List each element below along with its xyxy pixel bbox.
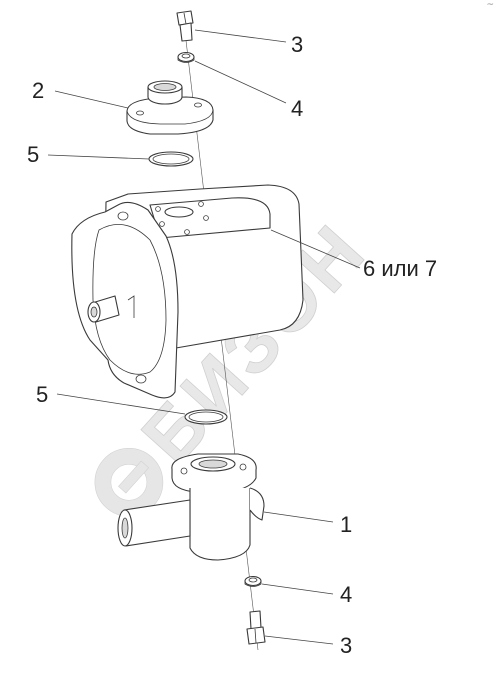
callout-washer-top: 4: [291, 96, 304, 121]
oring-top: [148, 151, 194, 167]
leader-washer-top: [194, 60, 287, 104]
callout-oring-bottom: 5: [36, 382, 49, 407]
leader-pump-body: [270, 229, 361, 269]
callout-pump-body: 6 или 7: [363, 256, 438, 281]
callout-oring-top: 5: [27, 142, 40, 167]
leader-oring-top: [47, 154, 150, 160]
leader-flange-cover: [54, 90, 129, 109]
leader-washer-bottom: [261, 583, 334, 595]
callout-elbow-fitting: 1: [340, 512, 353, 537]
washer-bottom: [244, 575, 262, 587]
leader-bolt-bottom: [264, 635, 334, 645]
corner-mark: ~: [486, 0, 494, 10]
callout-flange-cover: 2: [32, 78, 45, 103]
callout-bolt-bottom: 3: [340, 633, 353, 658]
callout-bolt-top: 3: [291, 32, 304, 57]
oring-bottom: [184, 409, 228, 425]
bolt-bottom: [246, 610, 266, 645]
elbow-fitting: [117, 453, 265, 561]
washer-top: [177, 51, 195, 63]
pump-body: [71, 184, 304, 399]
leader-oring-bottom: [56, 393, 186, 415]
flange-cover: [126, 80, 214, 135]
watermark-emblem: [94, 447, 164, 517]
leader-elbow-fitting: [263, 511, 334, 523]
callout-washer-bottom: 4: [340, 582, 353, 607]
bolt-top: [176, 10, 194, 42]
leader-bolt-top: [194, 29, 287, 43]
